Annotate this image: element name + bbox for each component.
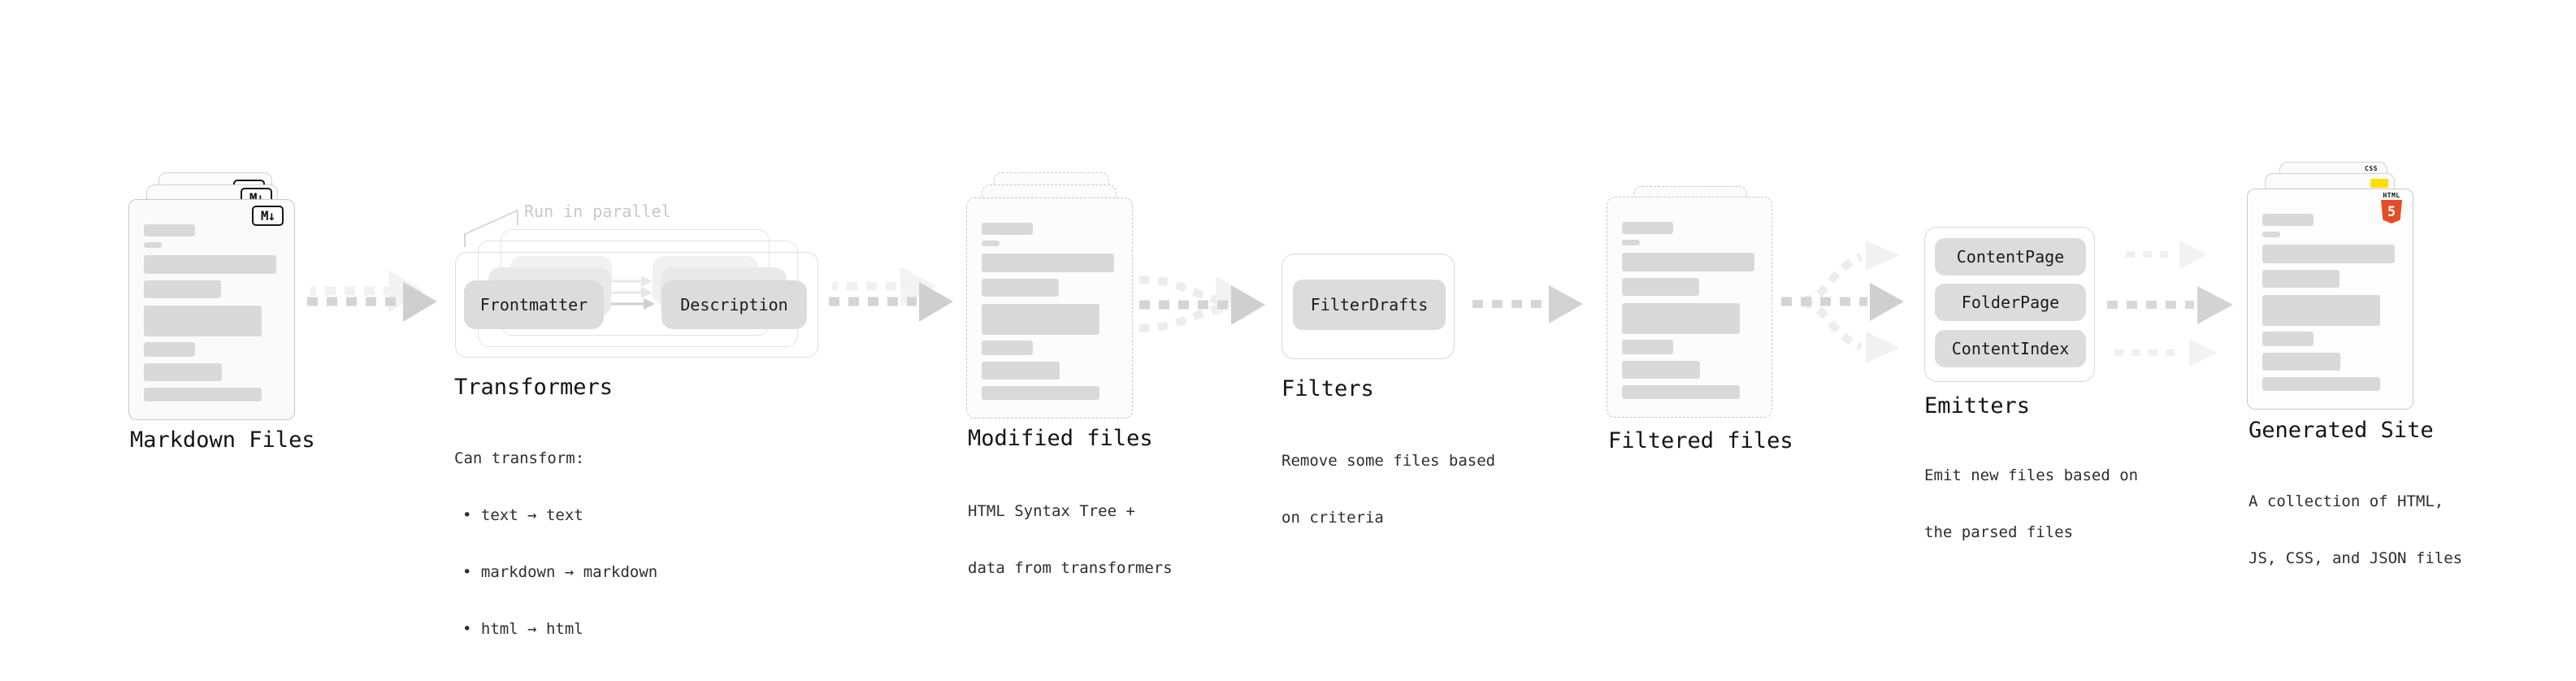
emitters-panel: ContentPage FolderPage ContentIndex (1924, 227, 2095, 382)
markdown-files-label: Markdown Files (130, 427, 315, 453)
arrow-markdown-to-transformers (307, 270, 437, 322)
modified-files-description: HTML Syntax Tree + data from transformer… (968, 502, 1173, 577)
filters-label: Filters (1281, 376, 1374, 401)
folder-page-chip: FolderPage (1935, 284, 2086, 321)
arrow-modified-to-filters-merge (1138, 275, 1265, 333)
arrow-emitters-to-site-bottom (2114, 339, 2217, 367)
arrow-filters-to-filtered (1472, 285, 1583, 323)
emitters-description: Emit new files based on the parsed files (1924, 466, 2139, 541)
generated-site-label: Generated Site (2249, 418, 2434, 443)
filtered-files-label: Filtered files (1608, 428, 1793, 453)
arrow-emitters-to-site-middle (2107, 286, 2233, 324)
emitters-label: Emitters (1924, 393, 2031, 419)
transformers-description: Can transform: • text → text • markdown … (454, 449, 658, 638)
run-in-parallel-leader-line (464, 209, 518, 247)
javascript-icon (2370, 179, 2388, 188)
file-content-bars (2248, 189, 2413, 409)
html5-icon: HTML 5 (2381, 192, 2402, 223)
frontmatter-chip: Frontmatter (464, 280, 604, 329)
filter-drafts-chip: FilterDrafts (1293, 280, 1446, 330)
markdown-icon: M↓ (252, 206, 284, 226)
arrow-filtered-to-emitters-fanout (1781, 241, 1904, 363)
run-in-parallel-annotation: Run in parallel (524, 202, 671, 221)
transformer-box-front: Frontmatter Description (455, 252, 818, 358)
content-page-chip: ContentPage (1935, 238, 2086, 275)
modified-file-page-front (966, 197, 1133, 419)
transformers-label: Transformers (454, 375, 614, 400)
modified-files-label: Modified files (968, 426, 1153, 451)
generated-site-description: A collection of HTML, JS, CSS, and JSON … (2249, 492, 2463, 567)
transformer-parallel-arrows (609, 275, 655, 310)
file-content-bars (129, 200, 294, 419)
html-file-page: HTML 5 (2247, 189, 2413, 410)
filters-description: Remove some files based on criteria (1281, 452, 1496, 527)
markdown-file-page-front: M↓ (128, 199, 295, 420)
filtered-file-page-front (1607, 197, 1772, 418)
description-chip: Description (661, 280, 807, 329)
arrow-transformers-to-modified (829, 267, 953, 322)
content-index-chip: ContentIndex (1935, 330, 2086, 367)
filters-panel: FilterDrafts (1281, 254, 1455, 359)
file-content-bars (1607, 197, 1772, 417)
arrow-emitters-to-site-top (2126, 241, 2207, 269)
file-content-bars (967, 198, 1132, 418)
